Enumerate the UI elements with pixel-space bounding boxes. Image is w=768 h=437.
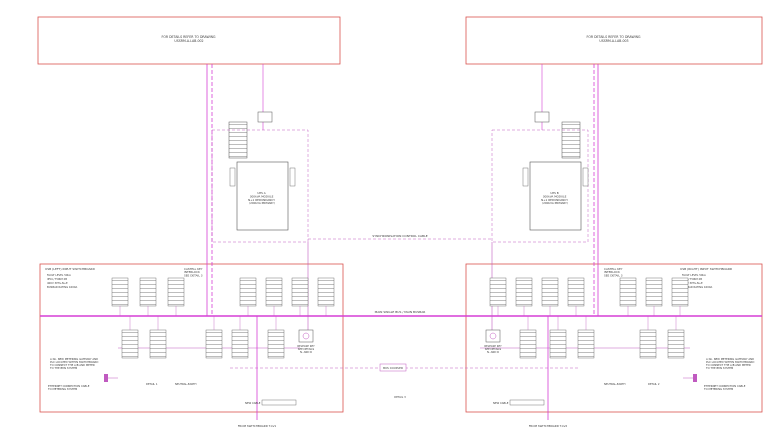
svg-text:IP54 / FORM 2B: IP54 / FORM 2B — [682, 277, 702, 281]
right-breaker-2 — [515, 277, 533, 307]
right-lower-breaker-4 — [639, 329, 657, 359]
left-ups-dashed-frame — [211, 129, 309, 243]
right-new-cable-label: NEW CABLE — [493, 401, 509, 405]
left-lower-breaker-5 — [267, 329, 285, 359]
right-switchboard-title: USB (RIGHT) INPUT SWITCHBOARD — [680, 267, 733, 271]
right-ups-label: UPS B 300kVA MODULE N+1 REDUNDANCY (200k… — [541, 191, 569, 205]
left-meter-marker — [104, 374, 108, 382]
left-neutral-label: NEUTRAL-EARTH — [175, 382, 196, 386]
right-lower-breaker-1 — [519, 329, 537, 359]
left-meter-note: A No. NEW METERING GATEWAY AND PLC LOCAT… — [50, 357, 99, 370]
bus-coupler-tag — [379, 363, 407, 372]
left-breaker-2 — [139, 277, 157, 307]
left-new-cable-label: NEW CABLE — [245, 401, 261, 405]
top-left-panel-text: FOR DETAILS REFER TO DRAWING USSRM-A-LAB… — [162, 35, 217, 43]
svg-text:FAULT LEVEL 50kA: FAULT LEVEL 50kA — [682, 273, 706, 277]
svg-text:BUSBAR RATING 1600A: BUSBAR RATING 1600A — [682, 285, 712, 289]
top-left-ref-line2: USSRM-A-LAB-002 — [174, 39, 203, 43]
top-right-panel-text: FOR DETAILS REFER TO DRAWING USSRM-A-LAB… — [587, 35, 642, 43]
right-meter-marker — [693, 374, 697, 382]
left-breaker-4 — [239, 277, 257, 307]
left-ups-input-tag — [229, 167, 236, 187]
right-breaker-1 — [489, 277, 507, 307]
right-incomer-label: FROM SWITCHBOARD T-LV2 — [529, 424, 568, 428]
svg-text:BUSBAR RATING 1600A: BUSBAR RATING 1600A — [47, 285, 77, 289]
left-new-cable-tag — [261, 399, 297, 406]
top-right-ref-line1: FOR DETAILS REFER TO DRAWING — [587, 35, 641, 39]
left-breaker-3 — [167, 277, 185, 307]
right-neutral-label: NEUTRAL-EARTH — [604, 382, 625, 386]
right-upper-dist-board — [534, 111, 581, 159]
right-lower-breaker-2 — [549, 329, 567, 359]
right-detail-label: DETAIL 2 — [648, 382, 660, 386]
left-detail-label: DETAIL 1 — [146, 382, 158, 386]
right-breaker-row — [489, 277, 689, 316]
right-breaker-6 — [645, 277, 663, 307]
svg-text:IP54 / FORM 2B: IP54 / FORM 2B — [47, 277, 67, 281]
svg-text:400V 3PH+N+E: 400V 3PH+N+E — [47, 281, 68, 285]
right-new-cable-tag — [509, 399, 545, 406]
left-breaker-5 — [265, 277, 283, 307]
right-lower-breaker-3 — [577, 329, 595, 359]
right-meter-note: A No. NEW METERING GATEWAY AND PLC LOCAT… — [706, 357, 755, 370]
left-switchboard-frame — [39, 263, 344, 413]
left-switchboard-title: USB (LEFT) INPUT SWITCHBOARD — [45, 267, 96, 271]
top-left-panel — [37, 16, 341, 65]
center-detail-label: DETAIL 3 — [394, 395, 406, 399]
right-notes: FAULT LEVEL 50kA IP54 / FORM 2B 400V 3PH… — [682, 273, 712, 289]
sync-cable-label: SYNCHRONISATION CONTROL CABLE — [372, 234, 427, 238]
right-lower-breaker-5 — [667, 329, 685, 359]
left-lower-breaker-3 — [205, 329, 223, 359]
top-left-ref-line1: FOR DETAILS REFER TO DRAWING — [162, 35, 216, 39]
left-breaker-6 — [291, 277, 309, 307]
top-right-panel — [465, 16, 763, 65]
right-breaker-5 — [619, 277, 637, 307]
main-busbar-label: MAIN SINGLE BUS / MAIN BUSBAR — [375, 310, 426, 314]
left-upper-dist-board — [228, 111, 273, 159]
svg-text:400V 3PH+N+E: 400V 3PH+N+E — [682, 281, 703, 285]
left-breaker-7 — [317, 277, 335, 307]
right-ups-output-tag — [582, 167, 589, 187]
left-lower-breaker-4 — [231, 329, 249, 359]
left-lower-breaker-1 — [121, 329, 139, 359]
left-lower-breakers — [121, 316, 285, 359]
right-lower-breakers — [519, 316, 685, 359]
left-breaker-1 — [111, 277, 129, 307]
left-notes: FAULT LEVEL 50kA IP54 / FORM 2B 400V 3PH… — [47, 273, 77, 289]
bus-coupler-label: BUS COUPLER — [383, 366, 403, 370]
left-ups-output-tag — [289, 167, 296, 187]
left-ups-label: UPS A 300kVA MODULE N+1 REDUNDANCY (200k… — [248, 191, 276, 205]
left-incomer-label: FROM SWITCHBOARD T-LV1 — [238, 424, 277, 428]
left-lower-breaker-2 — [149, 329, 167, 359]
right-ups-box — [529, 161, 582, 231]
left-breaker-row — [111, 277, 335, 316]
right-ups-input-tag — [522, 167, 529, 187]
top-right-ref-line2: USSRM-A-LAB-003 — [599, 39, 628, 43]
right-breaker-4 — [567, 277, 585, 307]
right-breaker-7 — [671, 277, 689, 307]
left-ups-box — [236, 161, 289, 231]
svg-text:FAULT LEVEL 50kA: FAULT LEVEL 50kA — [47, 273, 71, 277]
right-breaker-3 — [541, 277, 559, 307]
right-switchboard-frame — [465, 263, 763, 413]
